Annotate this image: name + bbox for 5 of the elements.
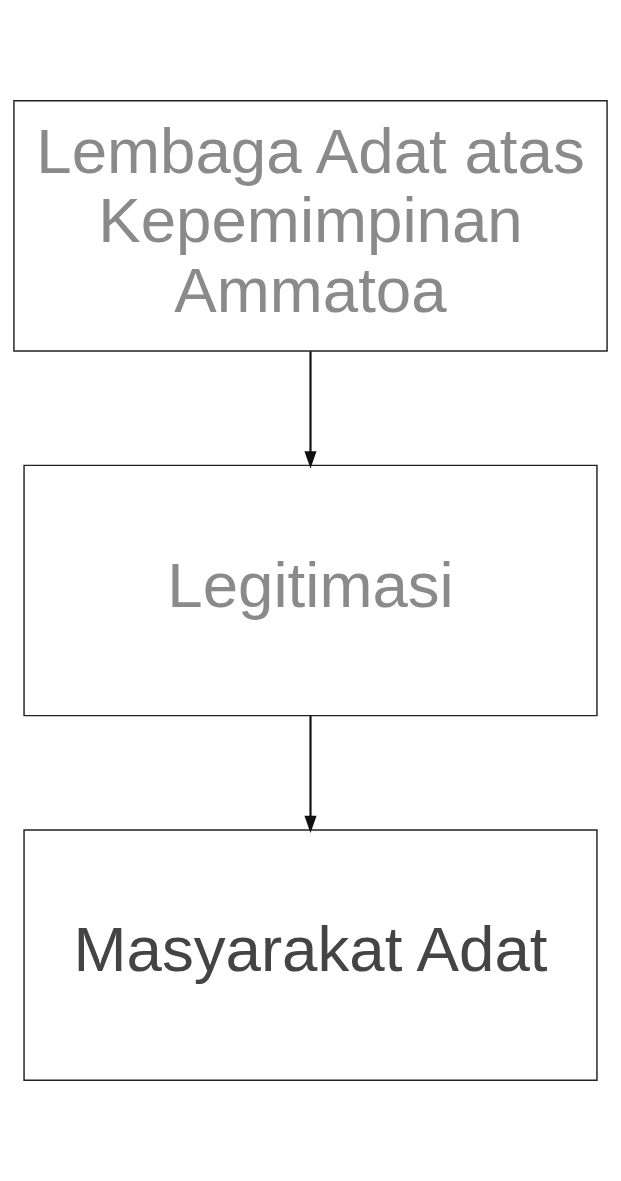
node-box: Masyarakat Adat (23, 829, 598, 1081)
node-box: Legitimasi (23, 464, 598, 717)
arrow (304, 351, 317, 469)
arrow (304, 715, 317, 834)
node-box: Lembaga Adat atas Kepemimpinan Ammatoa (13, 100, 608, 352)
